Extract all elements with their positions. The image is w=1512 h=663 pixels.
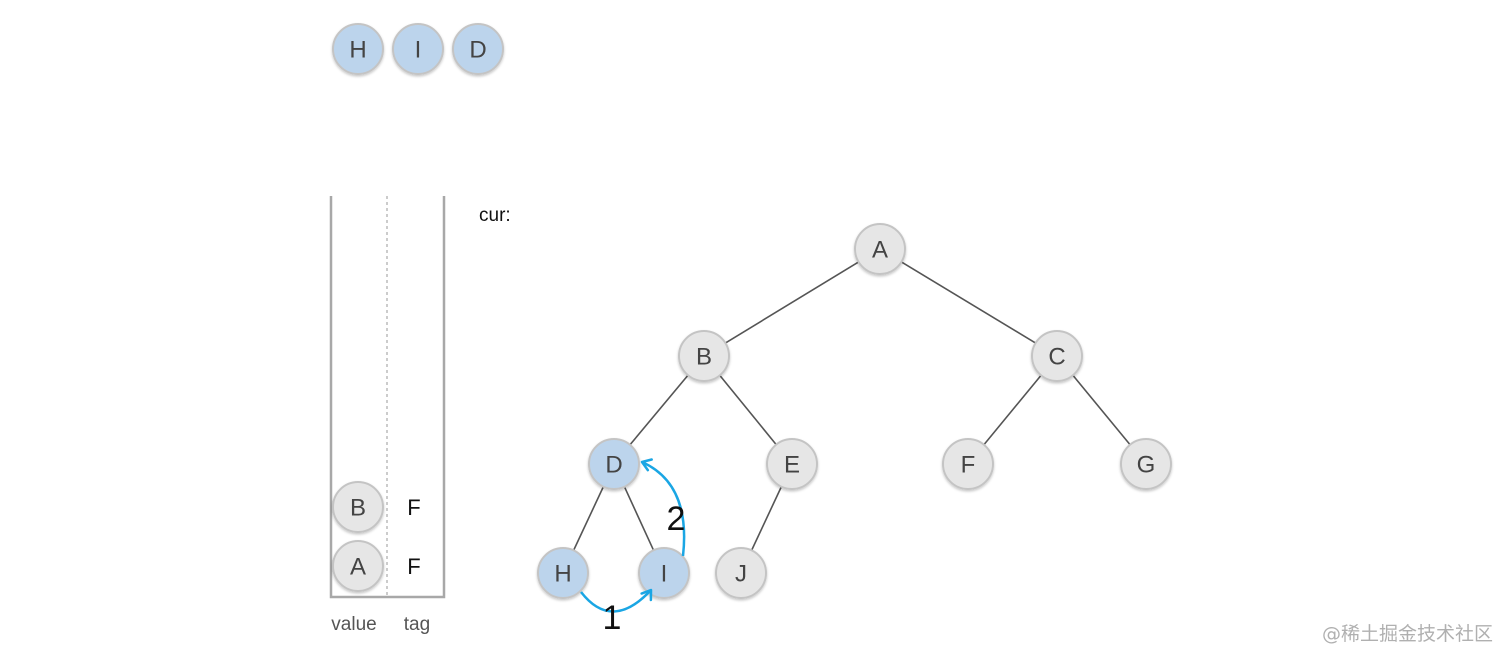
- tree-edge-B-E: [719, 374, 777, 446]
- traversal-arrows: 12: [580, 458, 686, 637]
- node-circle: [942, 438, 994, 490]
- node-label: D: [605, 452, 622, 479]
- traversal-arrow-path: [641, 460, 686, 557]
- traversal-step-label: 1: [603, 599, 622, 637]
- tree-node-E: E: [766, 438, 818, 490]
- tree-node-C: C: [1031, 330, 1083, 382]
- node-label: J: [735, 561, 747, 588]
- tree-node-H: H: [537, 547, 589, 599]
- tree-node-B: B: [678, 330, 730, 382]
- node-circle: [332, 540, 384, 592]
- tree-edge-B-D: [629, 374, 689, 446]
- tree-edge-E-J: [750, 486, 783, 551]
- node-circle: [854, 223, 906, 275]
- node-circle: [588, 438, 640, 490]
- node-circle: [332, 23, 384, 75]
- traversal-step-1: 1: [580, 588, 653, 637]
- node-label: G: [1137, 452, 1156, 479]
- tree-edges: [572, 261, 1131, 551]
- tree-edge-C-G: [1072, 374, 1131, 446]
- node-circle: [715, 547, 767, 599]
- output-node: I: [392, 23, 444, 75]
- traversal-arrowhead: [640, 588, 653, 602]
- node-label: E: [784, 452, 800, 479]
- output-node: H: [332, 23, 384, 75]
- stack-tag-column-label: tag: [404, 614, 430, 635]
- traversal-arrowhead: [640, 458, 653, 472]
- node-circle: [766, 438, 818, 490]
- tree-edge-A-C: [900, 261, 1037, 344]
- node-circle: [678, 330, 730, 382]
- stack-entry-value: A: [332, 540, 384, 592]
- traversal-step-2: 2: [640, 458, 686, 557]
- tree-edge-C-F: [983, 374, 1042, 446]
- stack-entry-tag: F: [407, 495, 420, 520]
- tree-node-A: A: [854, 223, 906, 275]
- current-node-label: cur:: [479, 205, 511, 226]
- node-label: F: [961, 452, 976, 479]
- node-label: I: [415, 37, 422, 64]
- node-label: B: [350, 495, 366, 522]
- stack-entry-value: B: [332, 481, 384, 533]
- node-circle: [1031, 330, 1083, 382]
- node-circle: [537, 547, 589, 599]
- tree-node-F: F: [942, 438, 994, 490]
- node-label: D: [469, 37, 486, 64]
- tree-nodes: A B C D E F G H I J: [537, 223, 1172, 599]
- node-label: H: [349, 37, 366, 64]
- node-label: A: [350, 554, 366, 581]
- node-circle: [638, 547, 690, 599]
- node-label: B: [696, 344, 712, 371]
- watermark: @稀土掘金技术社区: [1322, 623, 1493, 645]
- output-node: D: [452, 23, 504, 75]
- tree-node-G: G: [1120, 438, 1172, 490]
- node-label: H: [554, 561, 571, 588]
- node-circle: [1120, 438, 1172, 490]
- node-circle: [332, 481, 384, 533]
- traversal-arrow-path: [580, 589, 652, 613]
- stack-value-column-label: value: [331, 614, 376, 635]
- node-circle: [452, 23, 504, 75]
- tree-node-D: D: [588, 438, 640, 490]
- tree-node-I: I: [638, 547, 690, 599]
- node-label: I: [661, 561, 668, 588]
- node-label: C: [1048, 344, 1065, 371]
- tree-node-J: J: [715, 547, 767, 599]
- node-label: A: [872, 237, 888, 264]
- tree-edge-D-H: [572, 486, 605, 551]
- stack-container-outline: [329, 196, 446, 599]
- tree-edge-D-I: [623, 486, 655, 551]
- traversal-step-label: 2: [667, 500, 686, 538]
- stack-entry-tag: F: [407, 554, 420, 579]
- tree-edge-A-B: [724, 261, 860, 344]
- node-circle: [392, 23, 444, 75]
